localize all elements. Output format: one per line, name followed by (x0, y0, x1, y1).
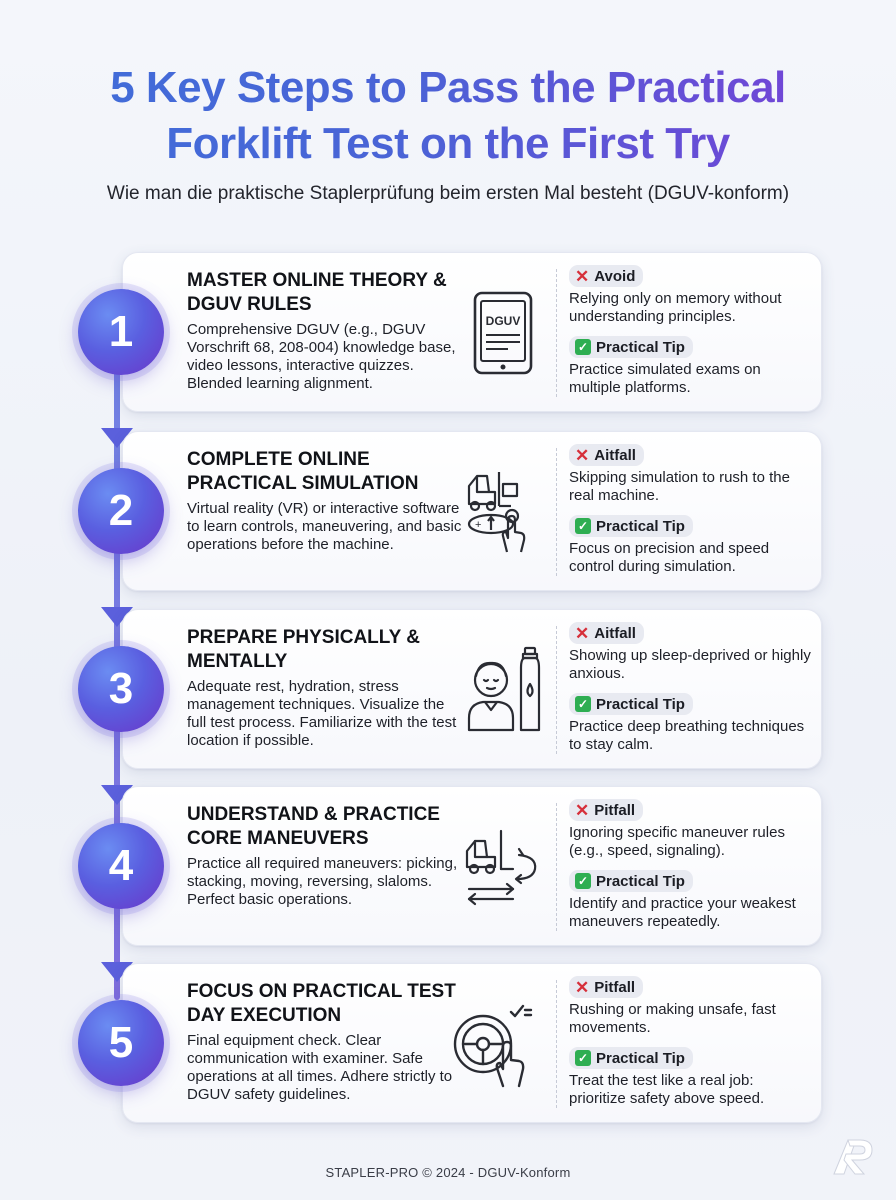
step-number-3: 3 (78, 646, 164, 732)
step-number-1: 1 (78, 289, 164, 375)
avoid-badge: ✕Aitfall (569, 622, 644, 644)
page-title: 5 Key Steps to Pass the Practical Forkli… (0, 60, 896, 172)
tips-column: ✕Pitfall Rushing or making unsafe, fast … (569, 976, 813, 1108)
step-heading: PREPARE PHYSICALLY & MENTALLY (187, 627, 420, 672)
check-icon: ✓ (575, 518, 591, 534)
person-bottle-icon (467, 646, 541, 732)
tips-column: ✕Pitfall Ignoring specific maneuver rule… (569, 799, 813, 931)
step-card-3: PREPARE PHYSICALLY & MENTALLY Adequate r… (122, 609, 822, 769)
forklift-maneuver-icon (465, 829, 537, 906)
tip-badge: ✓Practical Tip (569, 336, 693, 358)
step-card-1: MASTER ONLINE THEORY & DGUV RULES Compre… (122, 252, 822, 412)
check-icon: ✓ (575, 339, 591, 355)
check-icon: ✓ (575, 1050, 591, 1066)
close-icon: ✕ (575, 977, 590, 997)
tip-badge: ✓Practical Tip (569, 1047, 693, 1069)
avoid-text: Ignoring specific maneuver rules (e.g., … (569, 824, 785, 859)
step-card-4: UNDERSTAND & PRACTICE CORE MANEUVERS Pra… (122, 786, 822, 946)
tips-column: ✕Avoid Relying only on memory without un… (569, 265, 813, 397)
step-number-2: 2 (78, 468, 164, 554)
brand-logo-icon (833, 1139, 873, 1175)
step-number-4: 4 (78, 823, 164, 909)
avoid-badge: ✕Pitfall (569, 799, 644, 821)
tip-badge: ✓Practical Tip (569, 515, 693, 537)
tip-text: Identify and practice your weakest maneu… (569, 895, 796, 930)
tablet-icon: DGUV (473, 291, 533, 375)
step-heading: MASTER ONLINE THEORY & DGUV RULES (187, 270, 447, 315)
card-divider (556, 980, 557, 1108)
step-body: Practice all required maneuvers: picking… (187, 855, 458, 908)
steering-wheel-icon (453, 1004, 533, 1088)
step-body: Adequate rest, hydration, stress managem… (187, 678, 457, 749)
tips-column: ✕Aitfall Skipping simulation to rush to … (569, 444, 813, 576)
arrow-down-icon (101, 607, 133, 627)
avoid-text: Rushing or making unsafe, fast movements… (569, 1001, 776, 1036)
step-heading: FOCUS ON PRACTICAL TEST DAY EXECUTION (187, 981, 456, 1026)
step-heading: COMPLETE ONLINE PRACTICAL SIMULATION (187, 449, 419, 494)
forklift-touch-icon: + (467, 472, 526, 553)
tip-badge: ✓Practical Tip (569, 870, 693, 892)
avoid-text: Relying only on memory without understan… (569, 290, 782, 325)
step-body: Virtual reality (VR) or interactive soft… (187, 500, 462, 553)
tip-text: Practice simulated exams on multiple pla… (569, 361, 761, 396)
check-icon: ✓ (575, 696, 591, 712)
check-icon: ✓ (575, 873, 591, 889)
tip-text: Treat the test like a real job: prioriti… (569, 1072, 765, 1107)
tips-column: ✕Aitfall Showing up sleep-deprived or hi… (569, 622, 813, 754)
avoid-badge: ✕Aitfall (569, 444, 644, 466)
card-divider (556, 269, 557, 397)
step-body: Comprehensive DGUV (e.g., DGUV Vorschrif… (187, 321, 456, 392)
card-divider (556, 626, 557, 754)
avoid-badge: ✕Avoid (569, 265, 644, 287)
step-card-2: COMPLETE ONLINE PRACTICAL SIMULATION Vir… (122, 431, 822, 591)
step-number-5: 5 (78, 1000, 164, 1086)
close-icon: ✕ (575, 800, 590, 820)
card-divider (556, 448, 557, 576)
arrow-down-icon (101, 962, 133, 982)
tip-badge: ✓Practical Tip (569, 693, 693, 715)
close-icon: ✕ (575, 623, 590, 643)
step-heading: UNDERSTAND & PRACTICE CORE MANEUVERS (187, 804, 440, 849)
step-card-5: FOCUS ON PRACTICAL TEST DAY EXECUTION Fi… (122, 963, 822, 1123)
svg-text:+: + (475, 519, 481, 531)
footer-text: STAPLER-PRO © 2024 - DGUV-Konform (325, 1165, 571, 1180)
card-divider (556, 803, 557, 931)
arrow-down-icon (101, 785, 133, 805)
step-body: Final equipment check. Clear communicati… (187, 1032, 453, 1103)
tip-text: Practice deep breathing techniques to st… (569, 718, 805, 753)
avoid-text: Showing up sleep-deprived or highly anxi… (569, 647, 811, 682)
close-icon: ✕ (575, 445, 590, 465)
title-line-1: 5 Key Steps to Pass the Practical (0, 60, 896, 116)
page-subtitle: Wie man die praktische Staplerprüfung be… (106, 183, 790, 204)
arrow-down-icon (101, 428, 133, 448)
avoid-text: Skipping simulation to rush to the real … (569, 469, 790, 504)
title-line-2: Forklift Test on the First Try (0, 116, 896, 172)
avoid-badge: ✕Pitfall (569, 976, 644, 998)
close-icon: ✕ (575, 266, 590, 286)
svg-text:DGUV: DGUV (486, 314, 521, 328)
tip-text: Focus on precision and speed control dur… (569, 540, 770, 575)
